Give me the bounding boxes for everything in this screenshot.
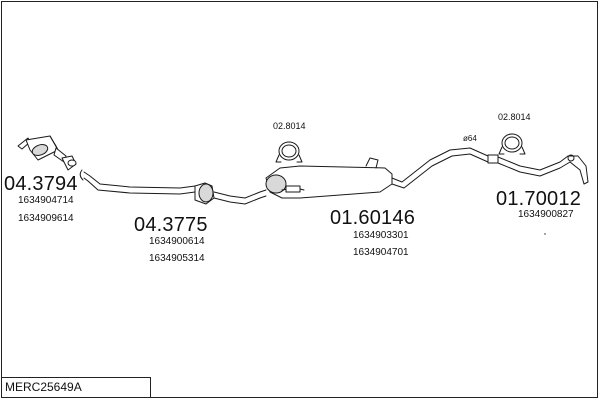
oem-number: 1634904714 [18, 195, 74, 206]
set-code-box: MERC25649A [1, 377, 151, 398]
oem-number: 1634900827 [518, 209, 574, 220]
oem-number: 1634900614 [149, 236, 205, 247]
oem-number: 1634903301 [353, 230, 409, 241]
part-number-front-cat[interactable]: 04.3794 [4, 173, 78, 195]
part-number-middle-silencer[interactable]: 01.60146 [330, 207, 416, 229]
clamp-left[interactable] [275, 141, 303, 163]
oem-number: 1634905314 [149, 253, 205, 264]
clamp-label-right: 02.8014 [498, 112, 531, 122]
clamp-right[interactable] [498, 133, 526, 155]
oem-number: 1634904701 [353, 247, 409, 258]
front-catalytic-converter[interactable] [17, 135, 77, 171]
pipe-diameter-label: ø64 [463, 134, 477, 143]
part-number-center-cat[interactable]: 04.3775 [134, 214, 208, 236]
oem-number: 1634909614 [18, 213, 74, 224]
mark-dot [544, 233, 546, 235]
rear-pipe[interactable] [487, 154, 589, 185]
clamp-label-left: 02.8014 [273, 121, 306, 131]
set-code: MERC25649A [5, 380, 82, 394]
middle-silencer[interactable] [265, 147, 489, 199]
front-pipe[interactable] [79, 169, 196, 195]
center-catalytic-converter[interactable] [194, 182, 267, 205]
part-number-rear-pipe[interactable]: 01.70012 [496, 188, 582, 210]
